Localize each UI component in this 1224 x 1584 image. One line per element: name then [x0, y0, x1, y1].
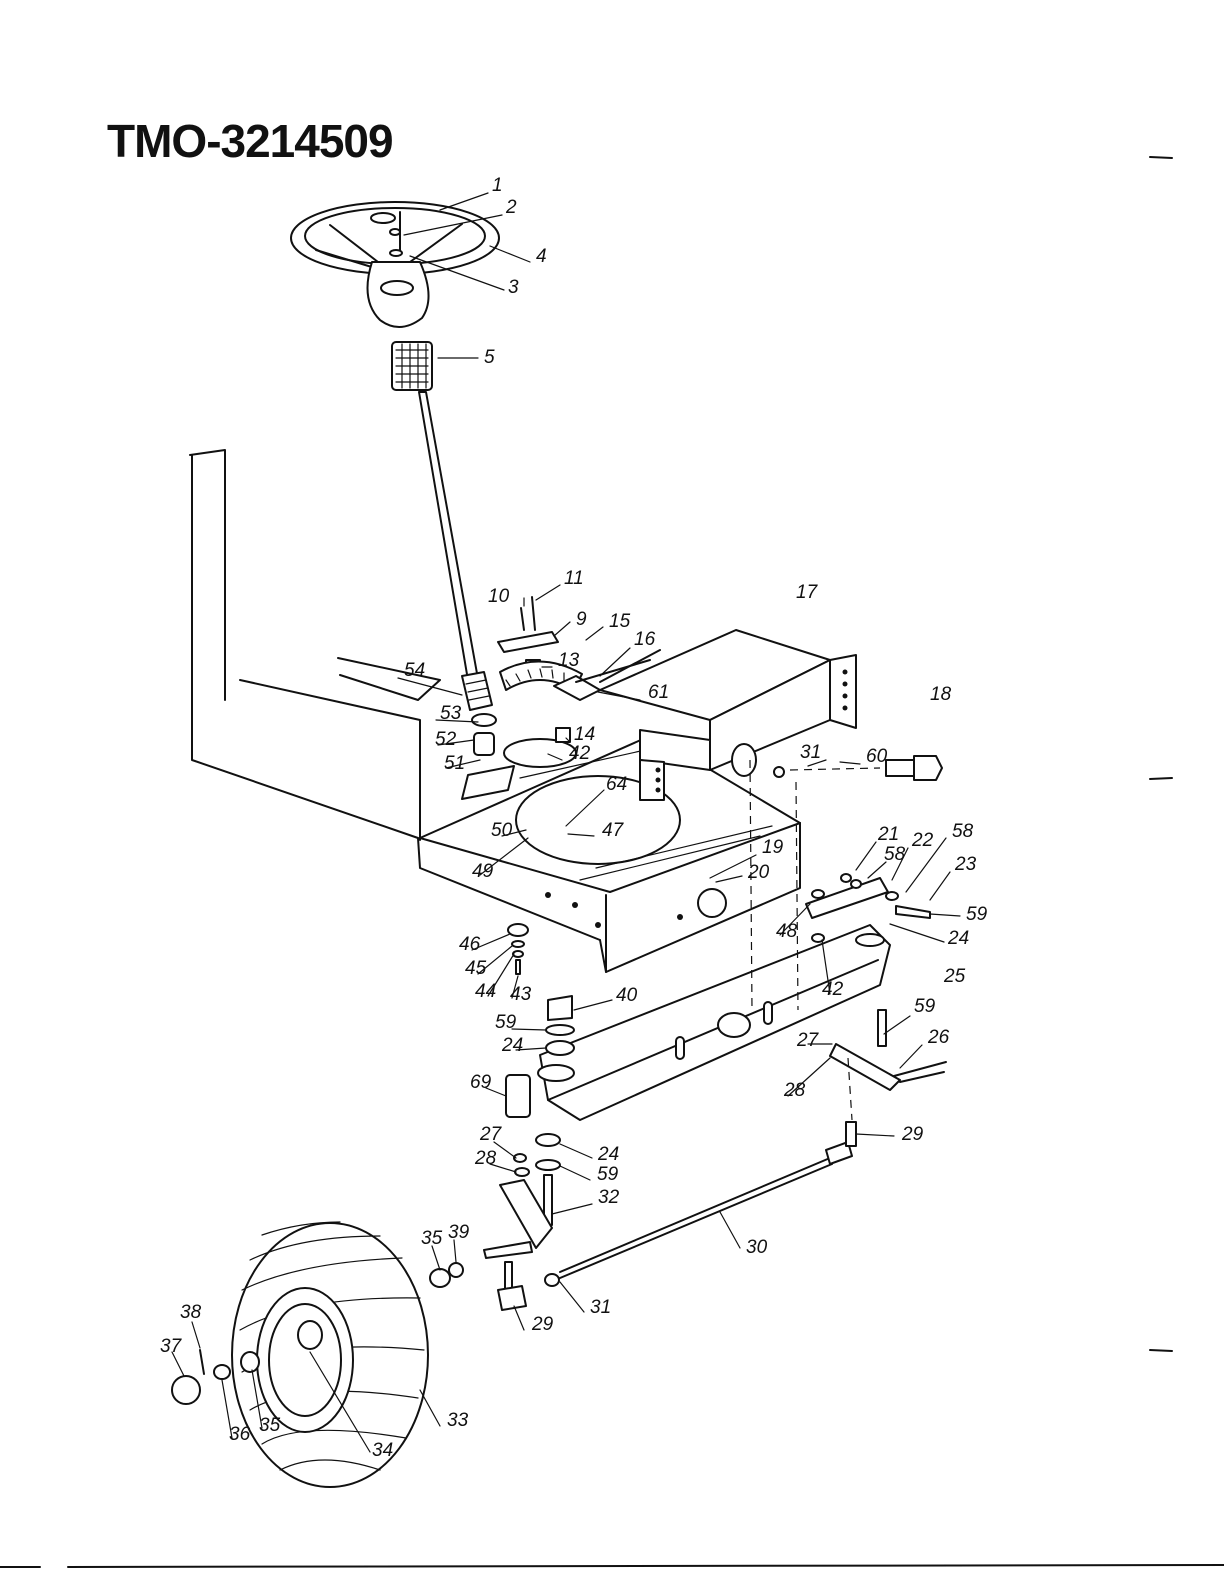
- callout-35: 35: [421, 1228, 443, 1249]
- callout-27: 27: [796, 1030, 820, 1051]
- callout-9: 9: [576, 609, 587, 630]
- callout-39: 39: [448, 1222, 470, 1243]
- front-wheel: [171, 1221, 464, 1488]
- callout-50: 50: [491, 820, 513, 841]
- callout-51: 51: [444, 753, 465, 774]
- tie-rod: [544, 1121, 857, 1287]
- callout-44: 44: [475, 981, 496, 1002]
- callout-18: 18: [930, 684, 952, 705]
- callout-24: 24: [947, 928, 969, 949]
- callout-54: 54: [404, 660, 425, 681]
- callout-22: 22: [911, 830, 934, 851]
- callout-28: 28: [783, 1080, 806, 1101]
- steering-gear-parts: [461, 596, 661, 800]
- front-frame-bracket: [599, 629, 857, 801]
- callout-58: 58: [952, 821, 974, 842]
- margin-marks: [0, 156, 1224, 1568]
- left-spindle: [483, 1174, 553, 1311]
- callout-29b: 29: [531, 1314, 554, 1335]
- callout-26: 26: [927, 1027, 950, 1048]
- callout-42: 42: [569, 743, 591, 764]
- steering-wheel: [290, 201, 500, 328]
- callout-46: 46: [459, 934, 481, 955]
- callout-29: 29: [901, 1124, 924, 1145]
- callout-30: 30: [746, 1237, 768, 1258]
- callout-25: 25: [943, 966, 966, 987]
- leader-lines: [171, 192, 961, 1453]
- callout-2: 2: [505, 197, 517, 218]
- pivot-bolt: [789, 755, 943, 781]
- callout-24b: 24: [501, 1035, 523, 1056]
- callout-52: 52: [435, 729, 457, 750]
- callout-24c: 24: [597, 1144, 619, 1165]
- callout-48: 48: [776, 921, 798, 942]
- callout-38: 38: [180, 1302, 202, 1323]
- callout-3: 3: [508, 277, 519, 298]
- callout-49: 49: [472, 861, 494, 882]
- callout-17: 17: [796, 582, 819, 603]
- callout-45: 45: [465, 958, 487, 979]
- callout-11: 11: [564, 568, 584, 589]
- callout-37: 37: [160, 1336, 183, 1357]
- callout-5: 5: [484, 347, 495, 368]
- callout-60: 60: [866, 746, 888, 767]
- callout-31: 31: [800, 742, 821, 763]
- callout-33: 33: [447, 1410, 469, 1431]
- callout-20: 20: [747, 862, 770, 883]
- callout-31b: 31: [590, 1297, 611, 1318]
- callout-43: 43: [510, 984, 532, 1005]
- callout-14: 14: [574, 724, 595, 745]
- callout-4: 4: [536, 246, 547, 267]
- callout-47: 47: [602, 820, 625, 841]
- callout-28b: 28: [474, 1148, 497, 1169]
- callout-32: 32: [598, 1187, 620, 1208]
- callout-34: 34: [372, 1440, 393, 1461]
- callout-35b: 35: [259, 1415, 281, 1436]
- callout-13: 13: [558, 650, 580, 671]
- callout-23: 23: [954, 854, 977, 875]
- right-spindle: [805, 873, 947, 1121]
- callout-59c: 59: [495, 1012, 517, 1033]
- callout-21: 21: [877, 824, 899, 845]
- callout-61: 61: [648, 682, 669, 703]
- callout-69: 69: [470, 1072, 492, 1093]
- callout-15: 15: [609, 611, 631, 632]
- main-frame: [189, 449, 801, 973]
- callout-40: 40: [616, 985, 638, 1006]
- callout-64: 64: [606, 774, 627, 795]
- callout-27b: 27: [479, 1124, 503, 1145]
- callout-16: 16: [634, 629, 656, 650]
- callout-59d: 59: [597, 1164, 619, 1185]
- callout-59: 59: [966, 904, 988, 925]
- left-axle-hardware: [505, 923, 575, 1177]
- front-axle: [537, 759, 891, 1121]
- callout-1: 1: [492, 175, 503, 196]
- callout-59b: 59: [914, 996, 936, 1017]
- callout-58b: 58: [884, 844, 906, 865]
- page-title: TMO-3214509: [107, 115, 394, 167]
- callout-53: 53: [440, 703, 462, 724]
- steering-adapter: [391, 341, 433, 391]
- steering-shaft: [418, 391, 493, 711]
- callout-42b: 42: [822, 979, 844, 1000]
- callout-36: 36: [229, 1424, 251, 1445]
- callout-19: 19: [762, 837, 784, 858]
- callout-10: 10: [488, 586, 510, 607]
